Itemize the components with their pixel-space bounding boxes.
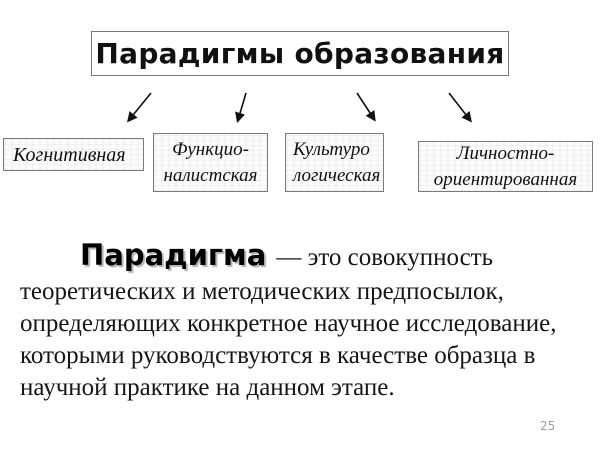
- paradigm-box-functionalist: Функцио- налистская: [153, 133, 268, 192]
- arrow-down-icon: [235, 92, 247, 123]
- definition-line: научной практике на данном этапе.: [20, 374, 395, 401]
- box-label: Функцио-: [172, 138, 249, 160]
- slide-title: Парадигмы образования: [95, 37, 505, 70]
- box-label: налистская: [163, 164, 258, 186]
- definition-line: теоретических и методических предпосылок…: [20, 278, 504, 305]
- paradigm-box-culturological: Культуро логическая: [285, 133, 384, 192]
- definition-term: Парадигма: [80, 238, 267, 272]
- arrow-down-right-icon: [448, 92, 472, 123]
- box-label: логическая: [293, 164, 381, 186]
- definition-line: определяющих конкретное научное исследов…: [20, 310, 557, 337]
- paradigm-box-cognitive: Когнитивная: [3, 138, 144, 171]
- box-label: ориентированная: [433, 168, 578, 190]
- box-label: Личностно-: [456, 142, 555, 164]
- box-label: Когнитивная: [13, 143, 126, 166]
- box-label: Культуро: [293, 138, 370, 160]
- paradigm-box-personality-oriented: Личностно- ориентированная: [418, 141, 593, 192]
- arrow-down-right-icon: [356, 92, 376, 122]
- definition-intro: — это совокупность: [276, 244, 493, 271]
- definition-line: Парадигма — это совокупность: [20, 237, 590, 276]
- page-number: 25: [540, 419, 556, 433]
- definition-text: Парадигма — это совокупность теоретически…: [20, 237, 590, 404]
- arrow-down-left-icon: [127, 92, 152, 123]
- title-box: Парадигмы образования: [91, 31, 509, 76]
- definition-line: которыми руководствуются в качестве обра…: [20, 342, 536, 369]
